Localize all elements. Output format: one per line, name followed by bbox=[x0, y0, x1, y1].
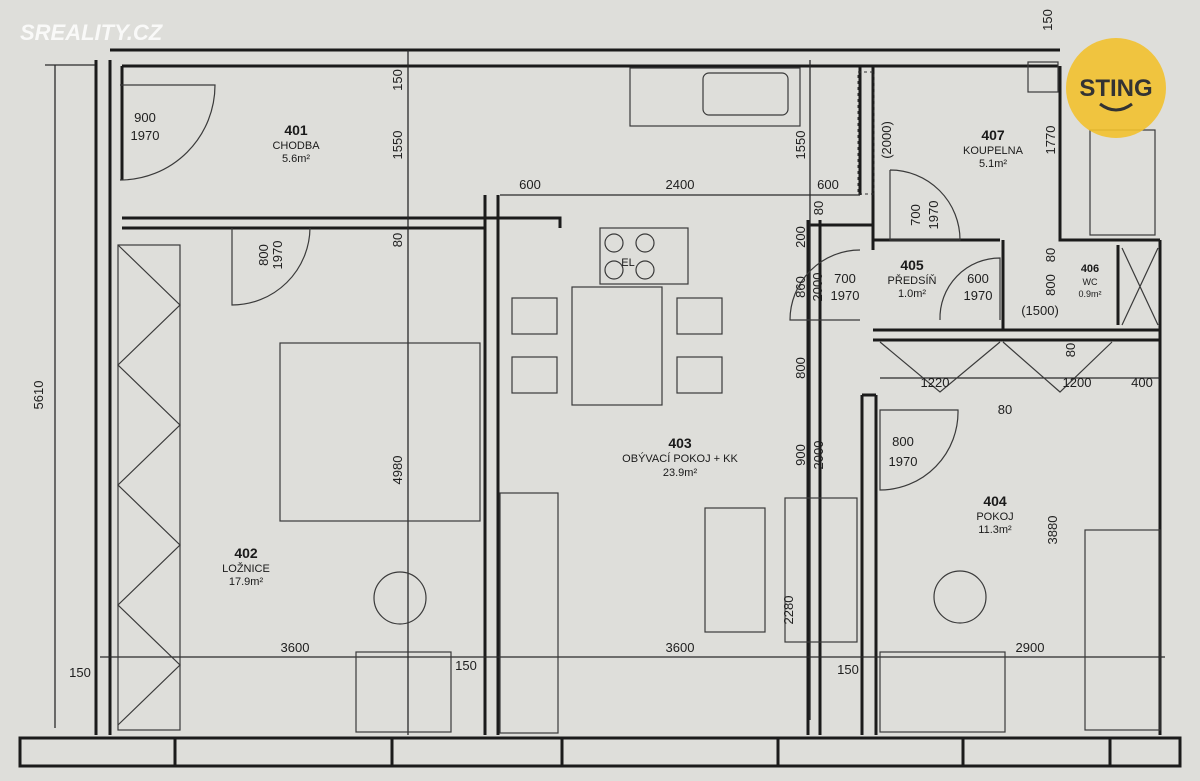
dimension-lines bbox=[45, 50, 1165, 735]
svg-text:POKOJ: POKOJ bbox=[976, 511, 1013, 523]
room-405: 405 PŘEDSÍŇ 1.0m² bbox=[888, 257, 937, 300]
dim: 600 bbox=[817, 177, 839, 192]
dim: 2280 bbox=[781, 596, 796, 625]
dim: 3600 bbox=[666, 640, 695, 655]
dim: 200 bbox=[793, 226, 808, 248]
room-406: 406 WC 0.9m² bbox=[1078, 263, 1101, 299]
svg-text:17.9m²: 17.9m² bbox=[229, 576, 264, 588]
dim: 150 bbox=[69, 665, 91, 680]
dim: 700 bbox=[834, 271, 856, 286]
svg-text:406: 406 bbox=[1081, 263, 1099, 275]
svg-text:CHODBA: CHODBA bbox=[272, 140, 320, 152]
stove-label: EL bbox=[621, 257, 634, 269]
chair bbox=[373, 571, 427, 625]
dim: 600 bbox=[967, 271, 989, 286]
dim: 3600 bbox=[281, 640, 310, 655]
dining-table bbox=[571, 286, 663, 406]
dim: 2400 bbox=[666, 177, 695, 192]
svg-text:11.3m²: 11.3m² bbox=[978, 524, 1012, 536]
room-407: 407 KOUPELNA 5.1m² bbox=[963, 127, 1024, 170]
smile-icon bbox=[1099, 102, 1133, 112]
washbasin bbox=[1027, 61, 1059, 93]
svg-text:405: 405 bbox=[900, 257, 924, 273]
svg-text:23.9m²: 23.9m² bbox=[663, 467, 698, 479]
dim: 2900 bbox=[1016, 640, 1045, 655]
dim: 800 bbox=[256, 244, 271, 266]
svg-text:PŘEDSÍŇ: PŘEDSÍŇ bbox=[888, 274, 937, 287]
bed bbox=[1084, 529, 1161, 731]
dim: 80 bbox=[998, 402, 1012, 417]
fridge bbox=[499, 492, 559, 734]
dim: 1970 bbox=[131, 128, 160, 143]
dim: 600 bbox=[519, 177, 541, 192]
dim: 1550 bbox=[390, 131, 405, 160]
dim: 150 bbox=[1040, 9, 1055, 31]
dim: 1200 bbox=[1063, 375, 1092, 390]
dim: 4980 bbox=[390, 456, 405, 485]
svg-text:401: 401 bbox=[284, 122, 308, 138]
dim: 1970 bbox=[831, 288, 860, 303]
svg-text:402: 402 bbox=[234, 545, 258, 561]
room-404: 404 POKOJ 11.3m² bbox=[976, 493, 1013, 536]
svg-text:5.1m²: 5.1m² bbox=[979, 158, 1007, 170]
dim: 150 bbox=[455, 658, 477, 673]
dim: (2000) bbox=[879, 121, 894, 159]
stove bbox=[599, 227, 689, 285]
coffee-table bbox=[704, 507, 766, 633]
dim: 80 bbox=[1043, 248, 1058, 262]
dim: 900 bbox=[793, 444, 808, 466]
svg-text:WC: WC bbox=[1083, 277, 1098, 287]
room-401: 401 CHODBA 5.6m² bbox=[272, 122, 320, 165]
svg-text:0.9m²: 0.9m² bbox=[1078, 289, 1101, 299]
svg-text:OBÝVACÍ POKOJ + KK: OBÝVACÍ POKOJ + KK bbox=[622, 452, 738, 465]
walls bbox=[18, 48, 1182, 768]
dim: 1220 bbox=[921, 375, 950, 390]
dim: 5610 bbox=[31, 381, 46, 410]
svg-text:403: 403 bbox=[668, 435, 692, 451]
svg-text:STING: STING bbox=[1079, 75, 1152, 102]
dim: 1970 bbox=[926, 201, 941, 230]
svg-text:KOUPELNA: KOUPELNA bbox=[963, 145, 1024, 157]
dim: 800 bbox=[892, 434, 914, 449]
dim: 80 bbox=[390, 233, 405, 247]
dim: 2000 bbox=[810, 273, 825, 302]
dim: 150 bbox=[837, 662, 859, 677]
dim: (1500) bbox=[1021, 303, 1059, 318]
svg-text:5.6m²: 5.6m² bbox=[282, 153, 310, 165]
dim: 3880 bbox=[1045, 516, 1060, 545]
dim: 80 bbox=[1063, 343, 1078, 357]
svg-text:407: 407 bbox=[981, 127, 1005, 143]
dim: 800 bbox=[1043, 274, 1058, 296]
dim: 1550 bbox=[793, 131, 808, 160]
dim: 900 bbox=[134, 110, 156, 125]
dim: 400 bbox=[1131, 375, 1153, 390]
dim: 1770 bbox=[1043, 126, 1058, 155]
room-403: 403 OBÝVACÍ POKOJ + KK 23.9m² bbox=[622, 435, 738, 479]
dimension-labels: 150 150 1550 80 900 1970 800 1970 600 24… bbox=[31, 9, 1153, 680]
wardrobe bbox=[117, 244, 181, 731]
dim: 1970 bbox=[964, 288, 993, 303]
svg-text:LOŽNICE: LOŽNICE bbox=[222, 562, 270, 575]
dim: 700 bbox=[908, 204, 923, 226]
dim: 800 bbox=[793, 357, 808, 379]
sting-logo: STING bbox=[1066, 38, 1166, 138]
dim: 80 bbox=[811, 201, 826, 215]
watermark: SREALITY.CZ bbox=[20, 20, 164, 45]
sink-icon bbox=[702, 72, 789, 116]
sofa bbox=[784, 497, 858, 643]
double-bed bbox=[279, 342, 481, 522]
room-402: 402 LOŽNICE 17.9m² bbox=[222, 545, 270, 588]
dim: 150 bbox=[390, 69, 405, 91]
dim: 2000 bbox=[811, 441, 826, 470]
furniture bbox=[117, 61, 1161, 734]
dim: 860 bbox=[793, 276, 808, 298]
dim: 1970 bbox=[270, 241, 285, 270]
dim: 1970 bbox=[889, 454, 918, 469]
svg-text:404: 404 bbox=[983, 493, 1007, 509]
kitchen-counter bbox=[629, 67, 801, 127]
svg-text:1.0m²: 1.0m² bbox=[898, 288, 926, 300]
